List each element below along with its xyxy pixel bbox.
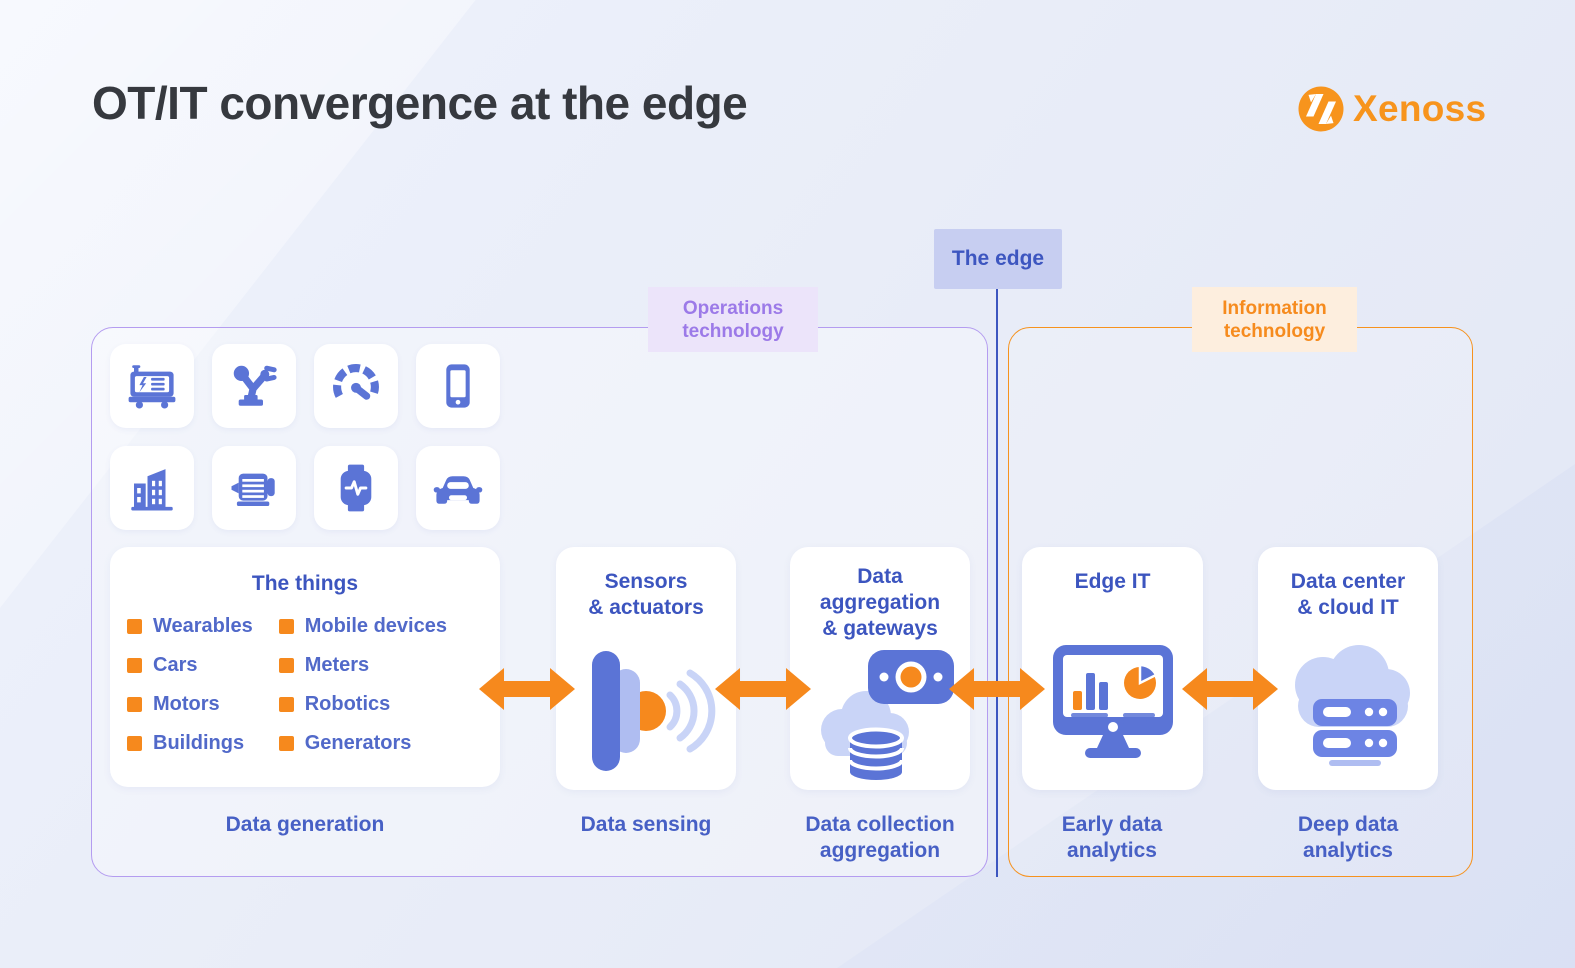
list-item: Mobile devices [278, 613, 447, 639]
list-item: Motors [127, 691, 253, 717]
bullet-square-icon [127, 735, 142, 751]
sensor-waves-icon [592, 651, 716, 771]
list-item: Buildings [127, 730, 253, 756]
car-icon [433, 476, 483, 504]
gauge-icon [333, 364, 379, 400]
double-arrow-icon [479, 668, 575, 710]
xenoss-logo-icon [1298, 86, 1344, 132]
stage-caption-data-generation: Data generation [225, 813, 385, 836]
edge-it-card: Edge IT [1022, 547, 1203, 790]
stage-caption-data-collection: Data collection aggregation [805, 813, 955, 862]
double-arrow-icon [1182, 668, 1278, 710]
things-card: The things Wearables Cars Motors Buildin… [110, 547, 500, 787]
gateway-cloud-database-icon [821, 650, 954, 780]
list-item: Meters [278, 652, 447, 678]
device-tile [110, 344, 194, 428]
stage-caption-deep-analytics: Deep data analytics [1297, 813, 1399, 862]
brand-name: Xenoss [1353, 88, 1487, 129]
generator-icon [128, 365, 176, 409]
aggregation-card-title: Data aggregation & gateways [819, 565, 941, 640]
things-card-title: The things [251, 572, 359, 595]
bullet-square-icon [278, 735, 294, 751]
stage-caption-data-sensing: Data sensing [580, 813, 712, 836]
electric-motor-icon [231, 473, 275, 506]
device-tile [212, 446, 296, 530]
information-technology-label: Information technology [1192, 287, 1357, 352]
list-item: Cars [127, 652, 253, 678]
sensors-actuators-card: Sensors & actuators [556, 547, 736, 790]
bullet-square-icon [127, 618, 142, 634]
list-item: Wearables [127, 613, 253, 639]
device-tile [314, 344, 398, 428]
double-arrow-icon [949, 668, 1045, 710]
list-item: Robotics [278, 691, 447, 717]
sensors-card-title: Sensors & actuators [588, 570, 704, 619]
bullet-square-icon [278, 657, 294, 673]
device-tile [314, 446, 398, 530]
datacenter-card-title: Data center & cloud IT [1290, 570, 1406, 619]
things-list: Wearables Cars Motors Buildings Mobile d… [110, 597, 500, 756]
smartwatch-icon [340, 464, 372, 512]
bullet-square-icon [278, 696, 294, 712]
smartphone-icon [446, 364, 470, 408]
robot-arm-icon [233, 365, 277, 406]
device-tile [110, 446, 194, 530]
data-aggregation-card: Data aggregation & gateways [790, 547, 970, 790]
bullet-square-icon [127, 696, 142, 712]
cloud-servers-icon [1295, 645, 1410, 766]
operations-technology-label: Operations technology [648, 287, 818, 352]
datacenter-cloud-card: Data center & cloud IT [1258, 547, 1438, 790]
brand-logo: Xenoss [1296, 84, 1486, 134]
double-arrow-icon [715, 668, 811, 710]
device-tile [416, 344, 500, 428]
edge-label: The edge [934, 229, 1062, 289]
device-tile [212, 344, 296, 428]
stage-caption-early-analytics: Early data analytics [1061, 813, 1163, 862]
bullet-square-icon [278, 618, 294, 634]
page-title: OT/IT convergence at the edge [92, 77, 748, 129]
device-tile [416, 446, 500, 530]
edge-it-card-title: Edge IT [1074, 570, 1151, 593]
building-icon [131, 469, 173, 511]
bullet-square-icon [127, 657, 142, 673]
list-item: Generators [278, 730, 447, 756]
monitor-dashboard-icon [1052, 645, 1173, 758]
edge-divider-line [996, 289, 999, 877]
